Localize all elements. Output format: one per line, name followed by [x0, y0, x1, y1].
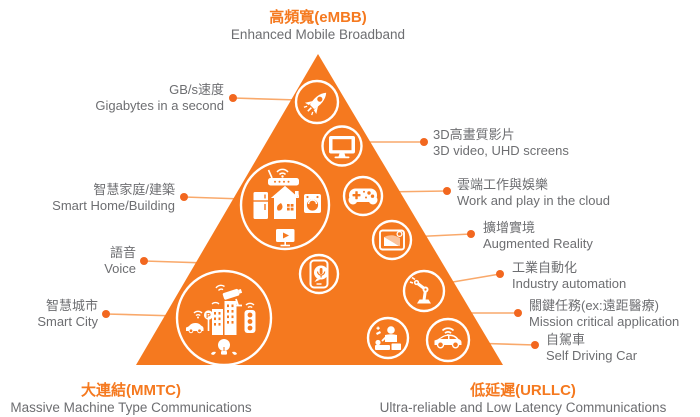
callout-smart-home-en: Smart Home/Building — [52, 198, 175, 213]
fridge-icon — [253, 192, 268, 219]
callout-cloud-work-play-en: Work and play in the cloud — [457, 193, 610, 208]
car-wifi-icon — [434, 327, 462, 349]
dot-car — [531, 341, 539, 349]
callout-smart-home: 智慧家庭/建築 Smart Home/Building — [52, 182, 175, 214]
callout-industry-automation-en: Industry automation — [512, 276, 627, 291]
callout-gbs-speed-en: Gigabytes in a second — [95, 98, 224, 113]
wifi-router-icon — [267, 168, 299, 186]
callout-mission-critical-zh: 關鍵任務(ex:遠距醫療) — [529, 298, 660, 313]
robot-arm-icon — [409, 276, 431, 304]
dot-smart-city — [102, 310, 110, 318]
callout-smart-city: 智慧城市 Smart City — [37, 298, 98, 330]
smart-city-icons: P — [186, 284, 256, 355]
callout-3d-video: 3D高畫質影片 3D video, UHD screens — [433, 127, 569, 159]
dot-smart-home — [180, 193, 188, 201]
urllc-title-zh: 低延遲(URLLC) — [470, 382, 576, 399]
callout-mission-critical: 關鍵任務(ex:遠距醫療) Mission critical applicati… — [529, 298, 679, 330]
callout-industry-automation-zh: 工業自動化 — [512, 260, 578, 275]
smart-buildings-icon — [211, 301, 237, 335]
callout-self-driving-car-zh: 自駕車 — [546, 332, 586, 347]
dot-voice — [140, 257, 148, 265]
streaming-screen-icon — [276, 229, 295, 247]
dot-3d-video — [420, 138, 428, 146]
phone-mic-icon — [309, 259, 329, 289]
cctv-camera-icon — [215, 284, 243, 307]
apex-title-en: Enhanced Mobile Broadband — [230, 27, 406, 42]
leader-line-gbs — [232, 97, 299, 101]
smart-home-icons — [253, 168, 321, 247]
callout-self-driving-car: 自駕車 Self Driving Car — [546, 332, 637, 364]
mmtc-title: 大連結(MMTC) Massive Machine Type Communica… — [10, 381, 251, 416]
callout-augmented-reality-en: Augmented Reality — [483, 236, 593, 251]
dot-cloud — [443, 187, 451, 195]
callout-augmented-reality: 擴增實境 Augmented Reality — [483, 220, 593, 252]
eco-bulb-icon — [211, 339, 237, 355]
callout-gbs-speed-zh: GB/s速度 — [169, 82, 224, 97]
mmtc-title-en: Massive Machine Type Communications — [10, 400, 252, 415]
callout-self-driving-car-en: Self Driving Car — [546, 348, 638, 363]
callout-3d-video-en: 3D video, UHD screens — [433, 143, 569, 158]
ar-layers-icon — [379, 229, 405, 251]
callout-smart-city-zh: 智慧城市 — [45, 298, 98, 313]
mmtc-title-zh: 大連結(MMTC) — [81, 382, 181, 399]
callout-augmented-reality-zh: 擴增實境 — [483, 220, 536, 235]
urllc-title-en: Ultra-reliable and Low Latency Communica… — [379, 400, 667, 415]
callout-smart-city-en: Smart City — [37, 314, 98, 329]
callout-smart-home-zh: 智慧家庭/建築 — [93, 182, 175, 197]
monitor-icon — [329, 136, 355, 159]
callout-cloud-work-play-zh: 雲端工作與娛樂 — [457, 177, 549, 192]
smart-traffic-light-icon — [244, 302, 256, 333]
callout-industry-automation: 工業自動化 Industry automation — [512, 260, 626, 292]
callout-voice-zh: 語音 — [109, 245, 136, 260]
telemedicine-icon — [375, 326, 401, 350]
leader-line-smart-home — [183, 196, 244, 200]
leader-dots — [102, 94, 539, 349]
rocket-icon — [303, 92, 327, 116]
washing-machine-icon — [304, 194, 321, 213]
dot-gbs — [229, 94, 237, 102]
callout-voice: 語音 Voice — [104, 245, 136, 277]
dot-industry — [496, 270, 504, 278]
callout-3d-video-zh: 3D高畫質影片 — [433, 127, 515, 142]
gamepad-icon — [348, 188, 378, 205]
connected-car-parking-icon: P — [186, 310, 214, 334]
apex-title: 高頻寬(eMBB) Enhanced Mobile Broadband — [231, 8, 405, 43]
dot-mission — [514, 309, 522, 317]
callout-voice-en: Voice — [104, 261, 136, 276]
urllc-title: 低延遲(URLLC) Ultra-reliable and Low Latenc… — [380, 381, 667, 416]
bubble-smart-city — [175, 269, 273, 367]
callout-cloud-work-play: 雲端工作與娛樂 Work and play in the cloud — [457, 177, 610, 209]
callout-mission-critical-en: Mission critical application — [529, 314, 680, 329]
svg-text:P: P — [206, 313, 211, 320]
dot-ar — [467, 230, 475, 238]
smart-house-icon — [271, 186, 299, 219]
callout-gbs-speed: GB/s速度 Gigabytes in a second — [95, 82, 224, 114]
apex-title-zh: 高頻寬(eMBB) — [269, 9, 367, 26]
